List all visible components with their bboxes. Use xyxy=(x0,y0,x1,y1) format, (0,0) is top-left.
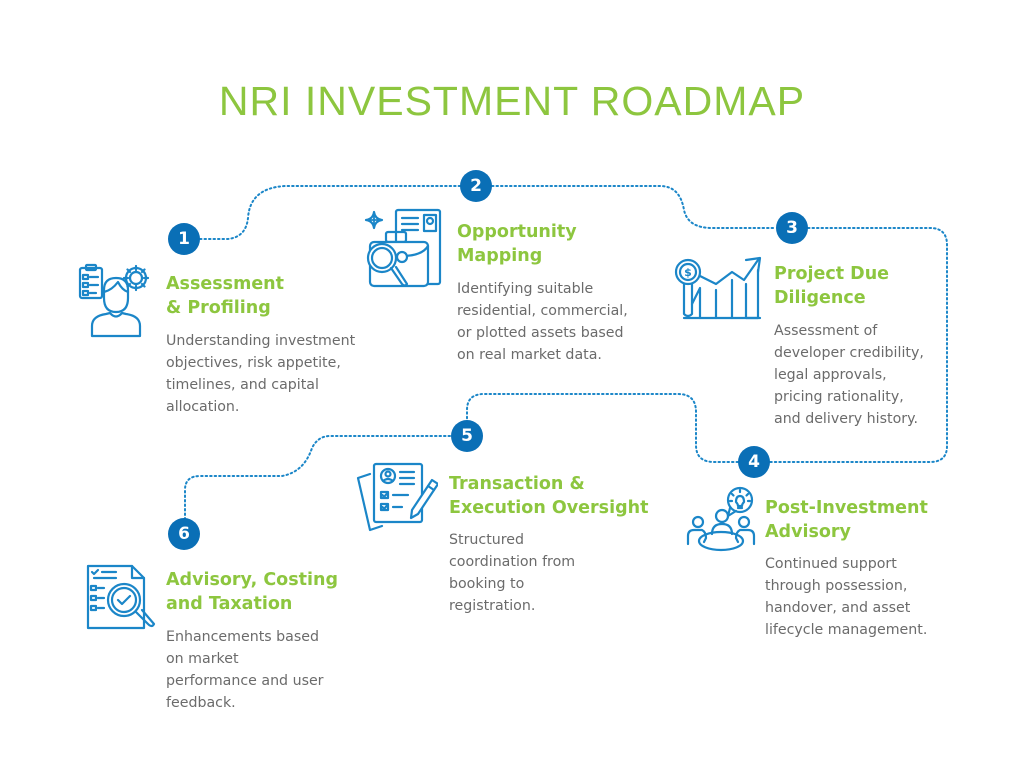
step-6-badge: 6 xyxy=(168,518,200,550)
team-meeting-idea-icon xyxy=(686,486,756,552)
step-1-title: Assessment & Profiling xyxy=(166,274,285,318)
step-3-title: Project Due Diligence xyxy=(774,264,890,308)
growth-chart-magnifier-icon: $ xyxy=(674,256,762,320)
step-5-title: Transaction & Execution Oversight xyxy=(449,474,649,518)
page-title: NRI INVESTMENT ROADMAP xyxy=(218,78,806,124)
person-checklist-gear-icon xyxy=(78,263,150,338)
document-audit-magnifier-icon xyxy=(86,564,156,630)
step-4-title: Post-Investment Advisory xyxy=(765,498,928,542)
step-2-title: Opportunity Mapping xyxy=(457,222,577,266)
svg-text:$: $ xyxy=(684,266,692,279)
briefcase-search-icon xyxy=(364,208,442,288)
step-4-badge: 4 xyxy=(738,446,770,478)
document-checklist-pen-icon xyxy=(356,462,438,532)
step-3-description: Assessment of developer credibility, leg… xyxy=(774,323,924,427)
step-5-badge: 5 xyxy=(451,420,483,452)
step-4-description: Continued support through possession, ha… xyxy=(765,556,928,638)
step-6-description: Enhancements based on market performance… xyxy=(166,629,324,711)
connector-4-5 xyxy=(466,393,739,463)
connector-3-4 xyxy=(769,227,948,463)
step-2-description: Identifying suitable residential, commer… xyxy=(457,281,628,363)
step-3-badge: 3 xyxy=(776,212,808,244)
step-2-badge: 2 xyxy=(460,170,492,202)
step-1-badge: 1 xyxy=(168,223,200,255)
step-1-description: Understanding investment objectives, ris… xyxy=(166,333,356,415)
connector-2-3 xyxy=(491,185,777,229)
connector-5-6 xyxy=(184,435,451,519)
step-6-title: Advisory, Costing and Taxation xyxy=(166,570,338,614)
connector-1-2 xyxy=(199,185,461,240)
step-5-description: Structured coordination from booking to … xyxy=(449,532,576,614)
